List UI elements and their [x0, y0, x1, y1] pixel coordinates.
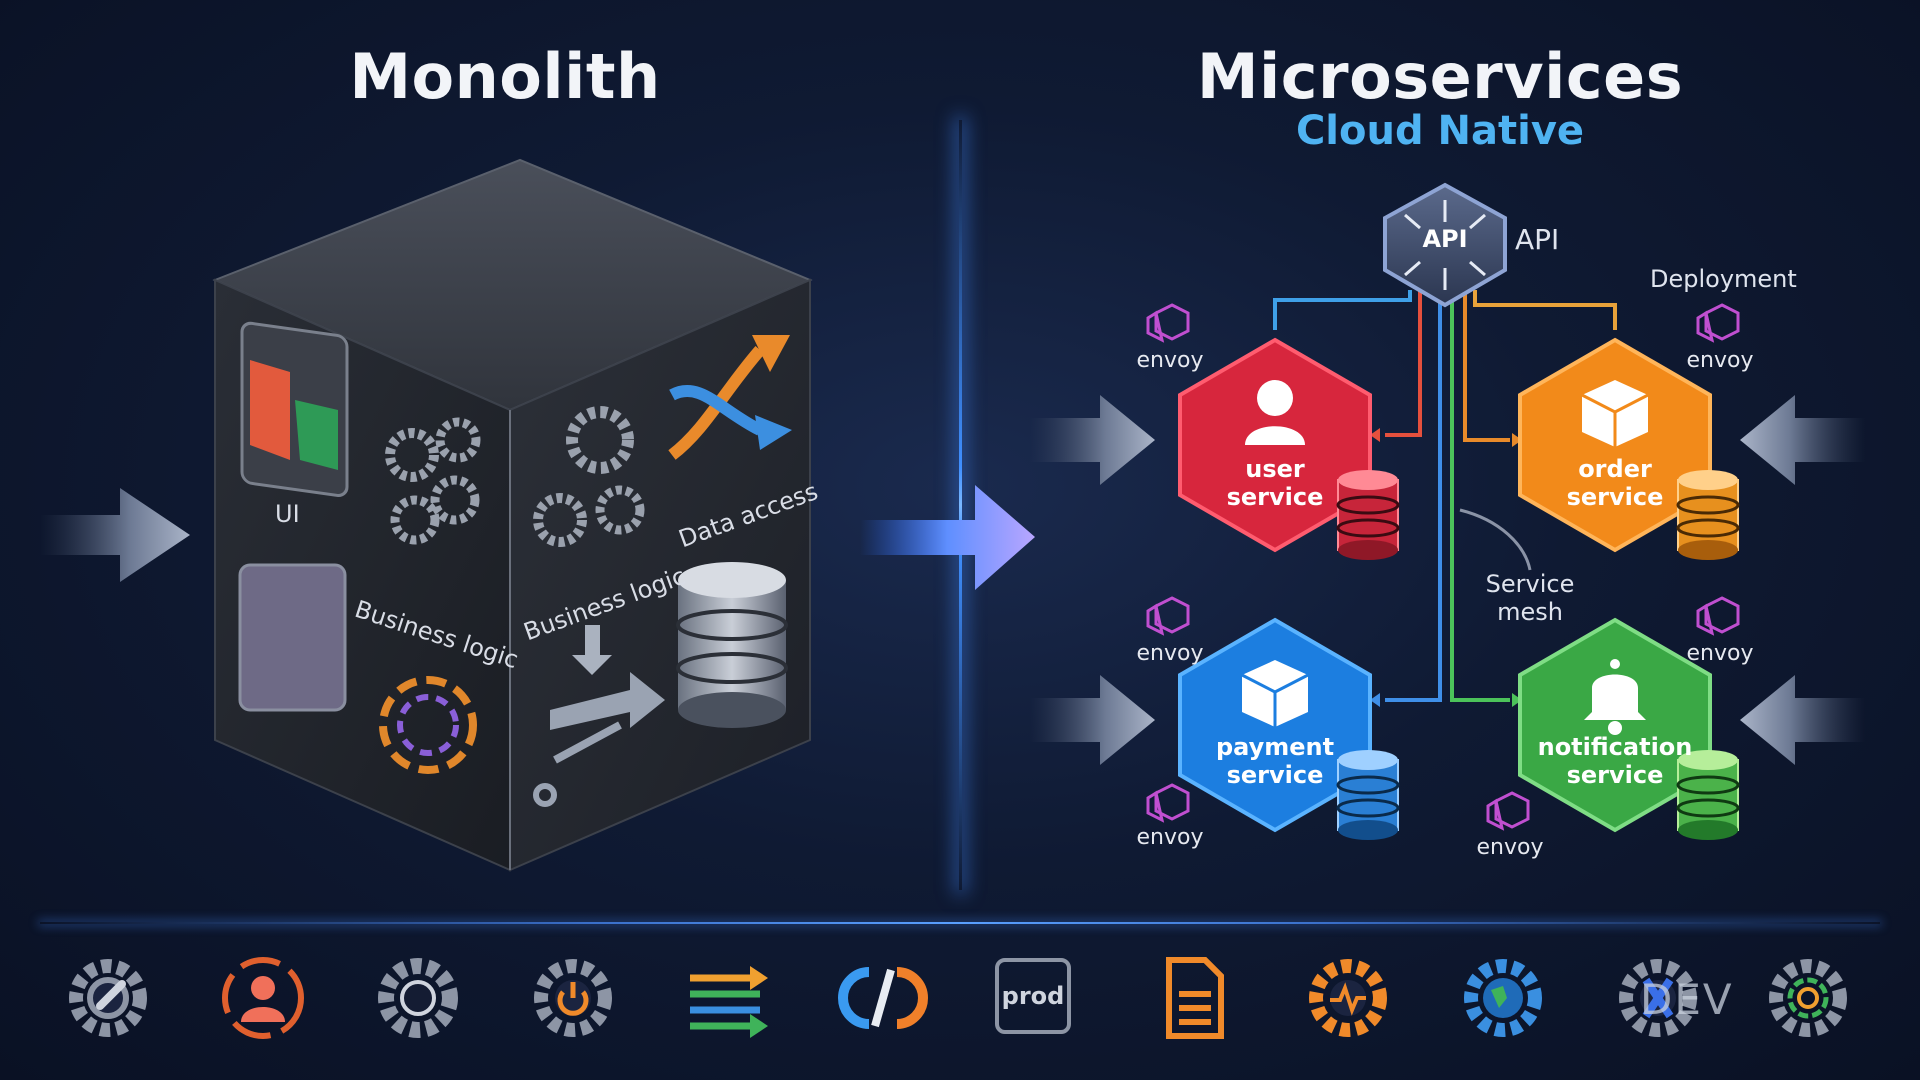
api-side-label: API [1515, 223, 1560, 256]
envoy-label-notification-top: envoy [1686, 641, 1754, 666]
merge-arrows-icon [690, 966, 768, 1038]
user-service-line-1: user [1245, 455, 1305, 483]
migration-arrow [860, 485, 1035, 590]
horizontal-divider [40, 922, 1880, 924]
check-gear-icon [1619, 959, 1697, 1037]
power-gear-icon [534, 959, 612, 1037]
order-service-line-1: order [1578, 455, 1652, 483]
bell-icon [1584, 659, 1646, 735]
ui-label: UI [275, 500, 300, 528]
dashboard-gear-icon [1769, 959, 1847, 1037]
package-icon [1581, 380, 1649, 447]
package-icon [1241, 660, 1309, 727]
payment-service-label: payment service [1195, 733, 1355, 789]
notification-service-label: notification service [1525, 733, 1705, 789]
monolith-title: Monolith [349, 40, 661, 113]
notification-service-line-1: notification [1537, 733, 1693, 761]
monolith-cube [212, 158, 813, 872]
gear-icon [378, 958, 458, 1038]
deployment-label: Deployment [1650, 265, 1797, 293]
prod-badge-icon: prod [995, 958, 1071, 1034]
payment-db-icon [1336, 750, 1400, 840]
notification-service-hex [1518, 617, 1740, 840]
payment-service-line-2: service [1226, 761, 1324, 789]
envoy-label-payment-top: envoy [1136, 641, 1204, 666]
payment-service-hex [1178, 617, 1400, 840]
code-icon [838, 967, 928, 1029]
user-service-line-2: service [1226, 483, 1324, 511]
cloud-native-subtitle: Cloud Native [1295, 108, 1585, 154]
pulse-gear-icon [1309, 959, 1387, 1037]
service-mesh-line-2: mesh [1497, 598, 1563, 626]
order-db-icon [1676, 470, 1740, 560]
service-input-arrows [1030, 395, 1865, 765]
order-service-line-2: service [1566, 483, 1664, 511]
left-input-arrow [40, 488, 190, 582]
envoy-label-payment: envoy [1136, 825, 1204, 850]
watermark: DEV [1640, 975, 1734, 1024]
notification-db-icon [1676, 750, 1740, 840]
envoy-icons [1146, 303, 1740, 831]
notification-service-line-2: service [1566, 761, 1664, 789]
api-gateway-hex [1383, 182, 1507, 308]
user-target-icon [222, 957, 304, 1039]
api-hex-label: API [1422, 225, 1468, 253]
vertical-divider [959, 120, 962, 890]
microservices-title: Microservices [1196, 40, 1684, 113]
user-db-icon [1336, 470, 1400, 560]
payment-service-line-1: payment [1215, 733, 1335, 761]
order-service-label: order service [1535, 455, 1695, 511]
service-mesh-line-1: Service [1485, 570, 1575, 598]
envoy-label-order: envoy [1686, 348, 1754, 373]
bottom-icon-row: prod [60, 950, 1860, 1050]
user-service-hex [1178, 337, 1400, 560]
api-connections [1273, 290, 1617, 707]
envoy-label-notification: envoy [1476, 835, 1544, 860]
user-service-label: user service [1195, 455, 1355, 511]
order-service-hex [1518, 337, 1740, 560]
wrench-gear-icon [69, 959, 147, 1037]
person-icon [1245, 380, 1305, 445]
monolith-database-icon [676, 562, 788, 728]
envoy-label-user: envoy [1136, 348, 1204, 373]
service-mesh-label: Service mesh [1470, 570, 1590, 626]
globe-gear-icon [1464, 959, 1542, 1037]
document-icon [1166, 957, 1224, 1039]
